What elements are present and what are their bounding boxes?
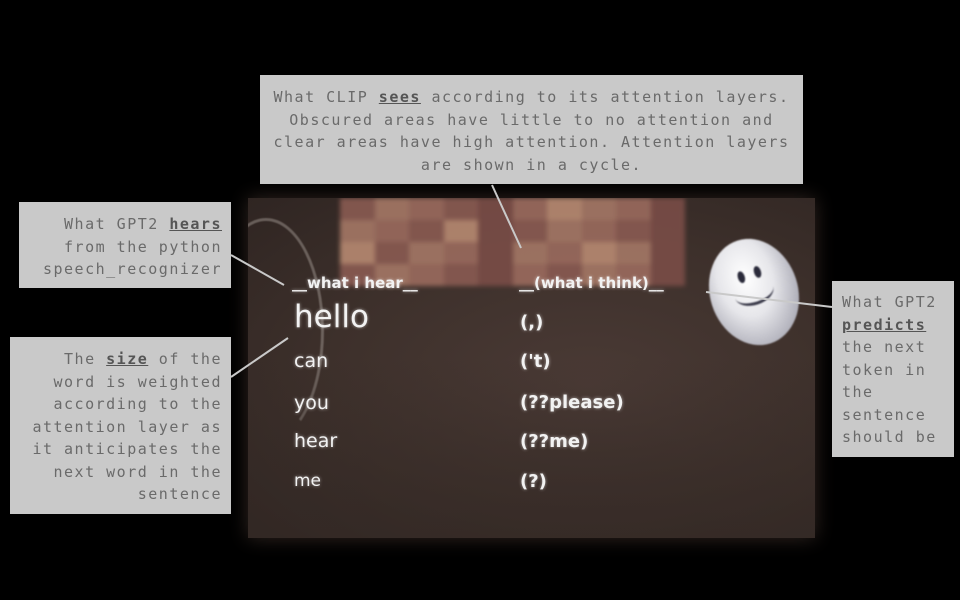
heard-word: you [294,392,329,414]
gpt2-predicts-callout: What GPT2 predicts the next token in the… [832,281,954,457]
heard-header: __what i hear__ [292,274,418,292]
word-size-callout: The size of the word is weighted accordi… [10,337,231,514]
callout-text: What CLIP [273,88,379,106]
brick-wall-background [340,198,685,286]
callout-text: of the word is weighted according to the… [32,350,222,503]
callout-text: The [64,350,107,368]
predicted-token: ('t) [520,351,551,372]
smiley-ball-image [695,227,813,357]
heard-word: hear [294,430,338,452]
callout-text: according to its attention layers. Obscu… [273,88,790,174]
heard-word: me [294,471,322,491]
callout-keyword: sees [378,88,421,106]
floor-shadow [248,358,815,538]
video-frame: __what i hear__ __(what i think)__ hello… [248,198,815,538]
clip-sees-callout: What CLIP sees according to its attentio… [260,75,803,184]
heard-word: hello [294,299,369,335]
callout-text: from the python speech_recognizer [42,237,222,279]
predicted-token: (?) [520,471,547,492]
callout-text: What GPT2 [64,215,170,233]
predicted-token: (,) [520,312,544,333]
predicted-token: (??me) [520,431,589,452]
callout-text: What GPT2 [842,293,937,311]
callout-text: the next token in the sentence should be [842,338,937,446]
think-header: __(what i think)__ [519,274,664,292]
callout-keyword: predicts [842,315,927,334]
heard-word: can [294,350,329,372]
callout-keyword: hears [169,215,222,233]
predicted-token: (??please) [520,392,624,413]
callout-keyword: size [106,350,149,368]
gpt2-hears-callout: What GPT2 hears from the python speech_r… [19,202,231,288]
